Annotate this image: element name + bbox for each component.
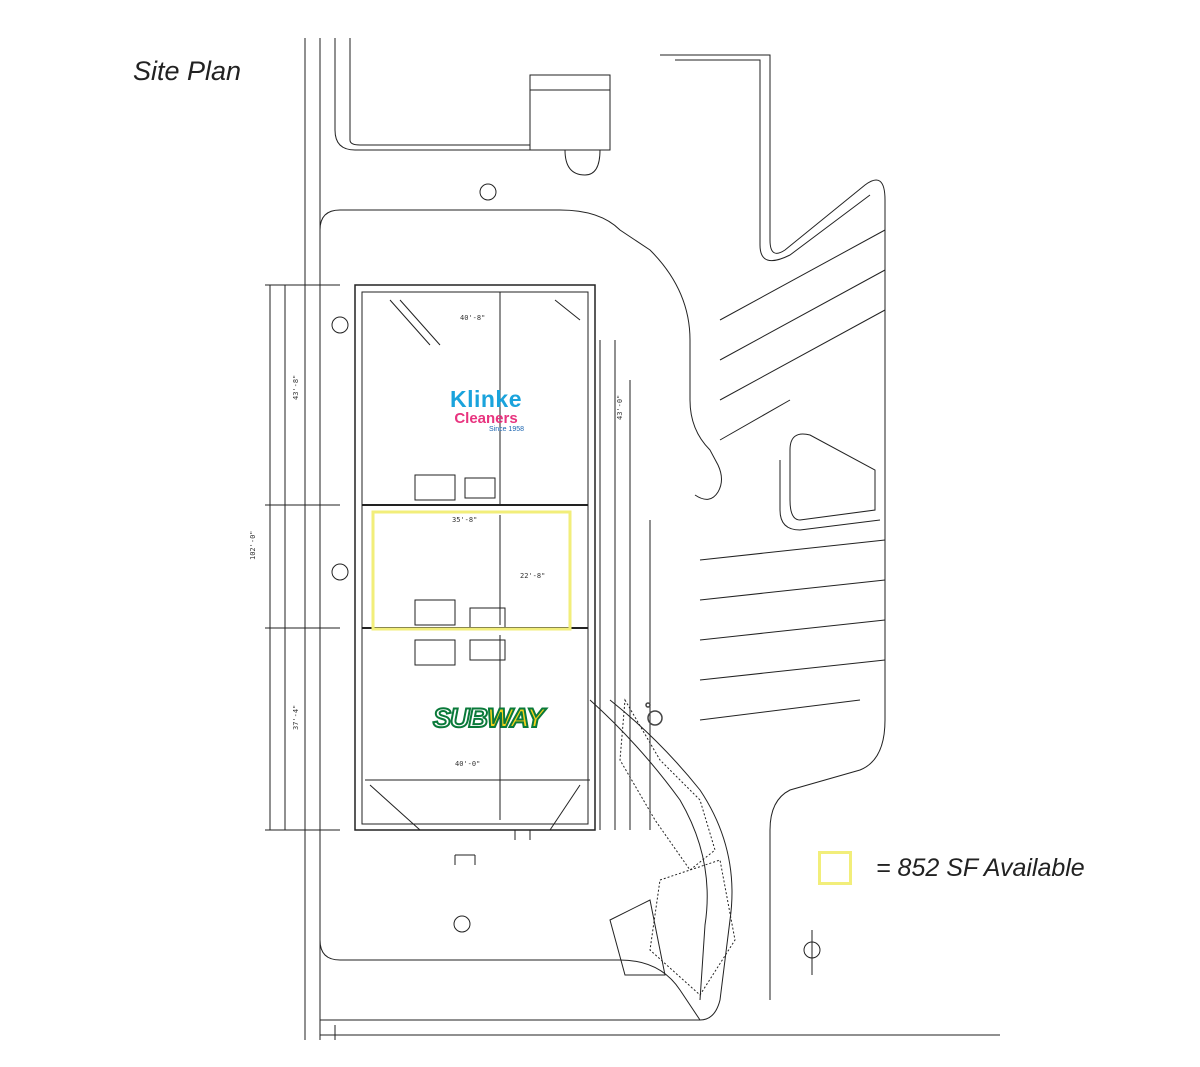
dim-top-depth: 40'-8" — [460, 314, 485, 322]
dim-available-depth: 35'-8" — [452, 516, 477, 524]
dim-overall: 102'-0" — [249, 530, 257, 560]
klinke-since: Since 1958 — [488, 426, 524, 433]
available-space-highlight — [371, 510, 572, 631]
accessible-parking-icon — [645, 702, 663, 726]
page-title: Site Plan — [133, 56, 242, 86]
subway-logo: SUBWAY — [432, 702, 545, 734]
subway-part2: WAY — [486, 702, 545, 734]
dim-right-total: 43'-0" — [616, 395, 624, 420]
klinke-subtitle: Cleaners — [454, 410, 518, 427]
dim-available-width: 22'-8" — [520, 572, 545, 580]
legend-label: = 852 SF Available — [876, 854, 1085, 882]
dim-left-upper: 43'-8" — [292, 375, 300, 400]
dim-bottom-depth: 40'-0" — [455, 760, 480, 768]
legend-swatch — [818, 851, 852, 885]
subway-part1: SUB — [432, 702, 489, 734]
klinke-cleaners-logo: Klinke Cleaners Since 1958 — [434, 386, 538, 434]
klinke-name: Klinke — [449, 386, 523, 412]
dim-left-lower: 37'-4" — [292, 705, 300, 730]
